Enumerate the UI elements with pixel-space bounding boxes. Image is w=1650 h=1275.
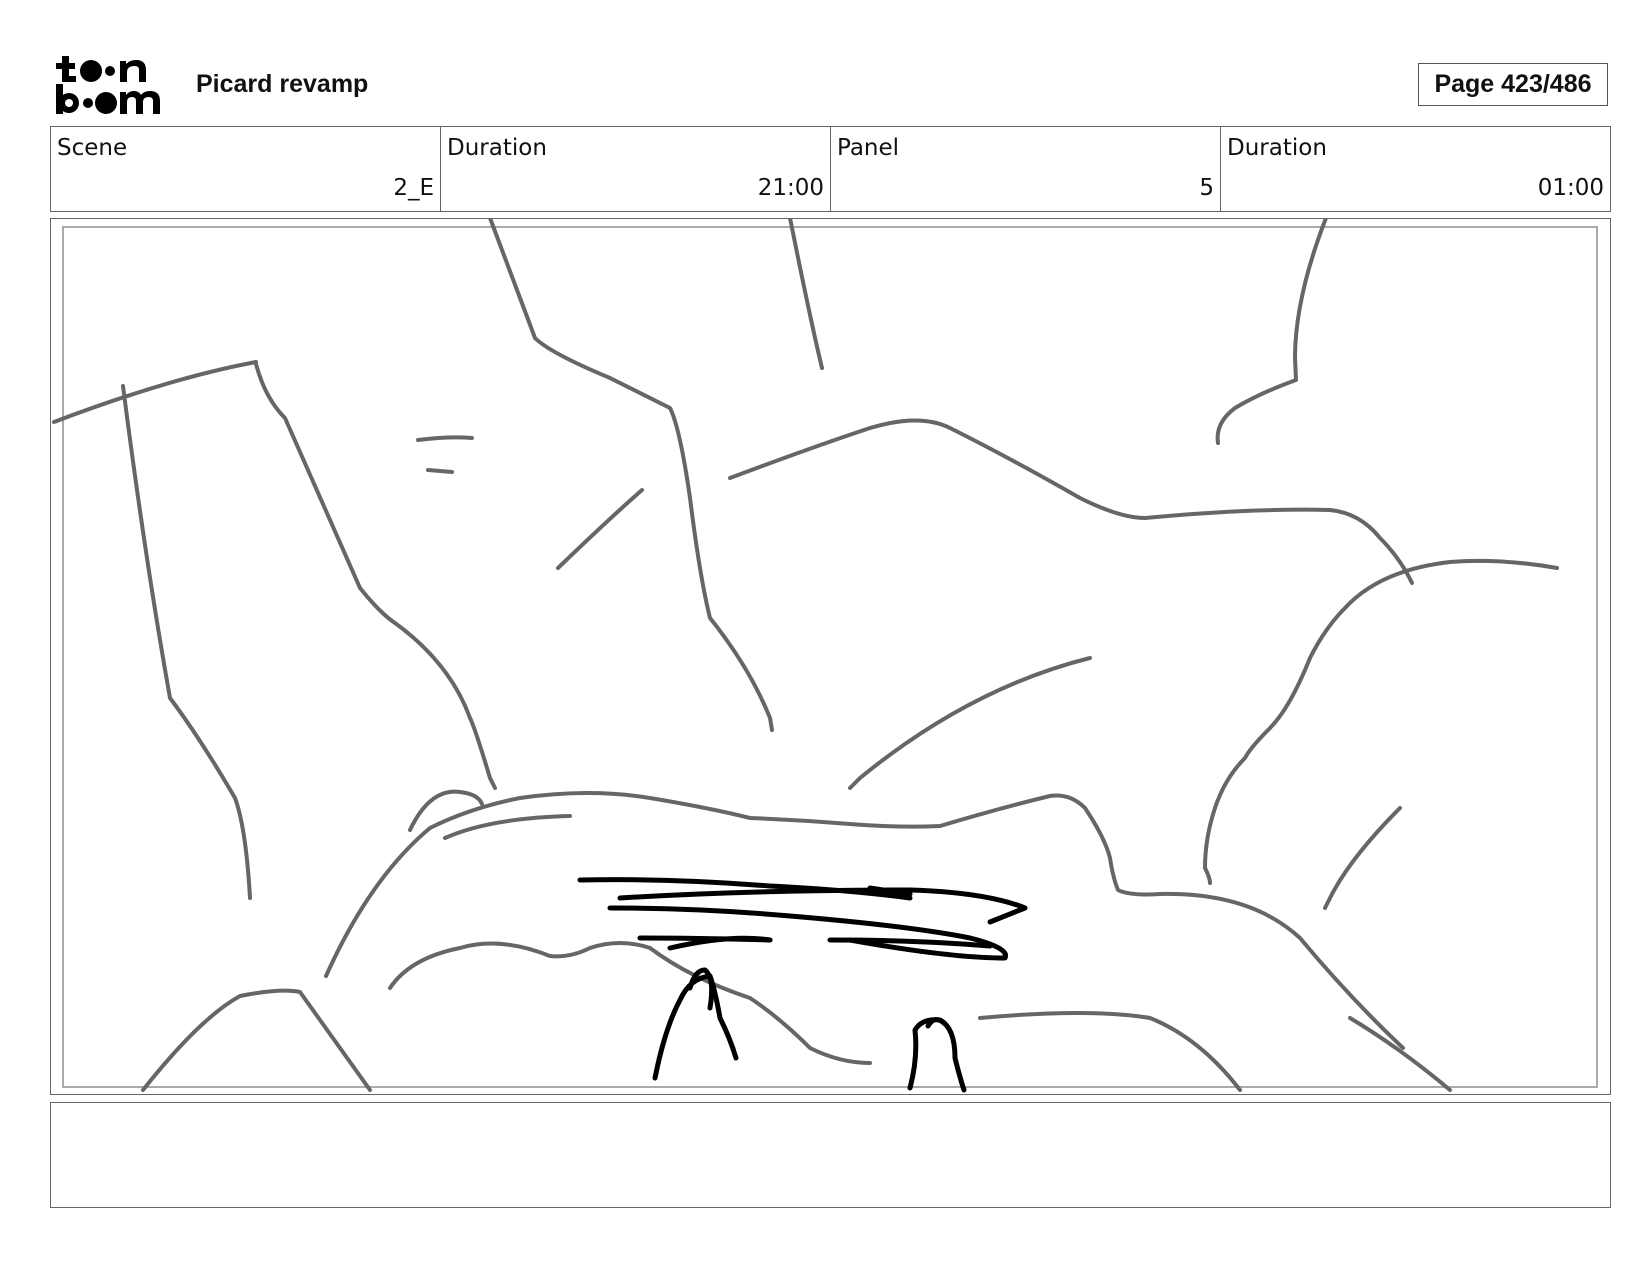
scene-info-table: Scene 2_E Duration 21:00 Panel 5 Duratio…	[50, 126, 1611, 212]
project-title: Picard revamp	[196, 70, 369, 98]
panel-label: Panel	[837, 135, 900, 161]
scene-value: 2_E	[393, 175, 434, 201]
scene-cell: Scene 2_E	[51, 127, 441, 211]
storyboard-panel-safe-area	[62, 226, 1598, 1088]
scene-duration-cell: Duration 21:00	[441, 127, 831, 211]
panel-duration-cell: Duration 01:00	[1221, 127, 1610, 211]
toonboom-logo	[54, 54, 172, 116]
panel-notes-box	[50, 1102, 1611, 1208]
storyboard-panel-frame	[50, 218, 1611, 1095]
toonboom-logo-mark	[56, 56, 160, 114]
panel-duration-label: Duration	[1227, 135, 1327, 161]
scene-duration-value: 21:00	[757, 175, 824, 201]
page-indicator: Page 423/486	[1418, 63, 1608, 106]
storyboard-sketch	[52, 218, 1559, 1093]
scene-label: Scene	[57, 135, 128, 161]
scene-duration-label: Duration	[447, 135, 547, 161]
panel-cell: Panel 5	[831, 127, 1221, 211]
panel-duration-value: 01:00	[1537, 175, 1604, 201]
panel-value: 5	[1199, 175, 1214, 201]
